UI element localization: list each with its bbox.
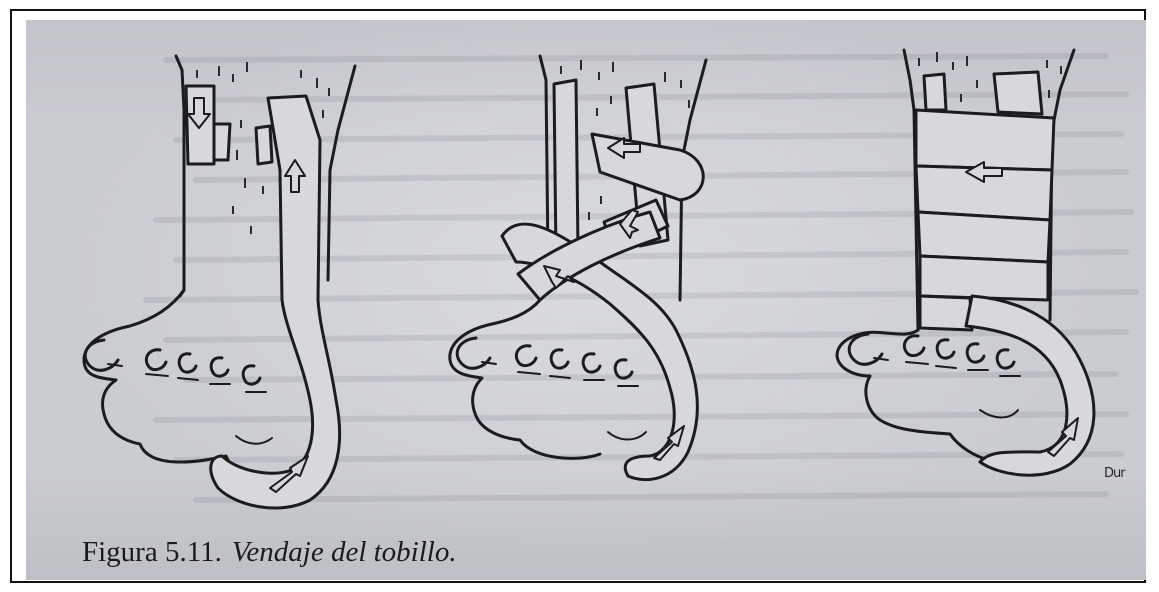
bandage-tab-left[interactable] — [214, 124, 230, 160]
panel-step-1 — [84, 56, 355, 508]
bandage-tab-right[interactable] — [994, 72, 1042, 114]
foot-outline — [84, 290, 250, 473]
leg-outline-right — [1050, 50, 1074, 320]
bandage-band-4[interactable] — [920, 256, 1048, 300]
bandage-band-3[interactable] — [918, 212, 1050, 262]
bandage-tab-left[interactable] — [924, 74, 946, 110]
bandage-stirrup[interactable] — [966, 296, 1094, 475]
leg-outline-right — [328, 66, 355, 280]
heel-curve — [236, 436, 272, 444]
bandage-band-5[interactable] — [920, 296, 972, 330]
figure-title: Vendaje del tobillo. — [232, 536, 457, 568]
toes — [457, 338, 638, 386]
heel-curve — [980, 410, 1018, 418]
foot-outline — [450, 300, 600, 458]
bandage-strip-left[interactable] — [554, 80, 578, 256]
bandage-stirrup[interactable] — [211, 96, 340, 508]
toes — [849, 334, 1020, 376]
panel-step-3 — [837, 50, 1094, 475]
figure-caption: Figura 5.11. Vendaje del tobillo. — [82, 536, 457, 569]
panel-step-2 — [450, 56, 706, 480]
leg-outline-left — [176, 56, 184, 296]
artist-signature: Dur — [1104, 466, 1125, 481]
bandage-tab-right[interactable] — [256, 126, 272, 164]
figure-label: Figura 5.11. — [82, 536, 222, 568]
heel-curve — [608, 432, 646, 440]
bandage-band-1[interactable] — [916, 110, 1054, 170]
